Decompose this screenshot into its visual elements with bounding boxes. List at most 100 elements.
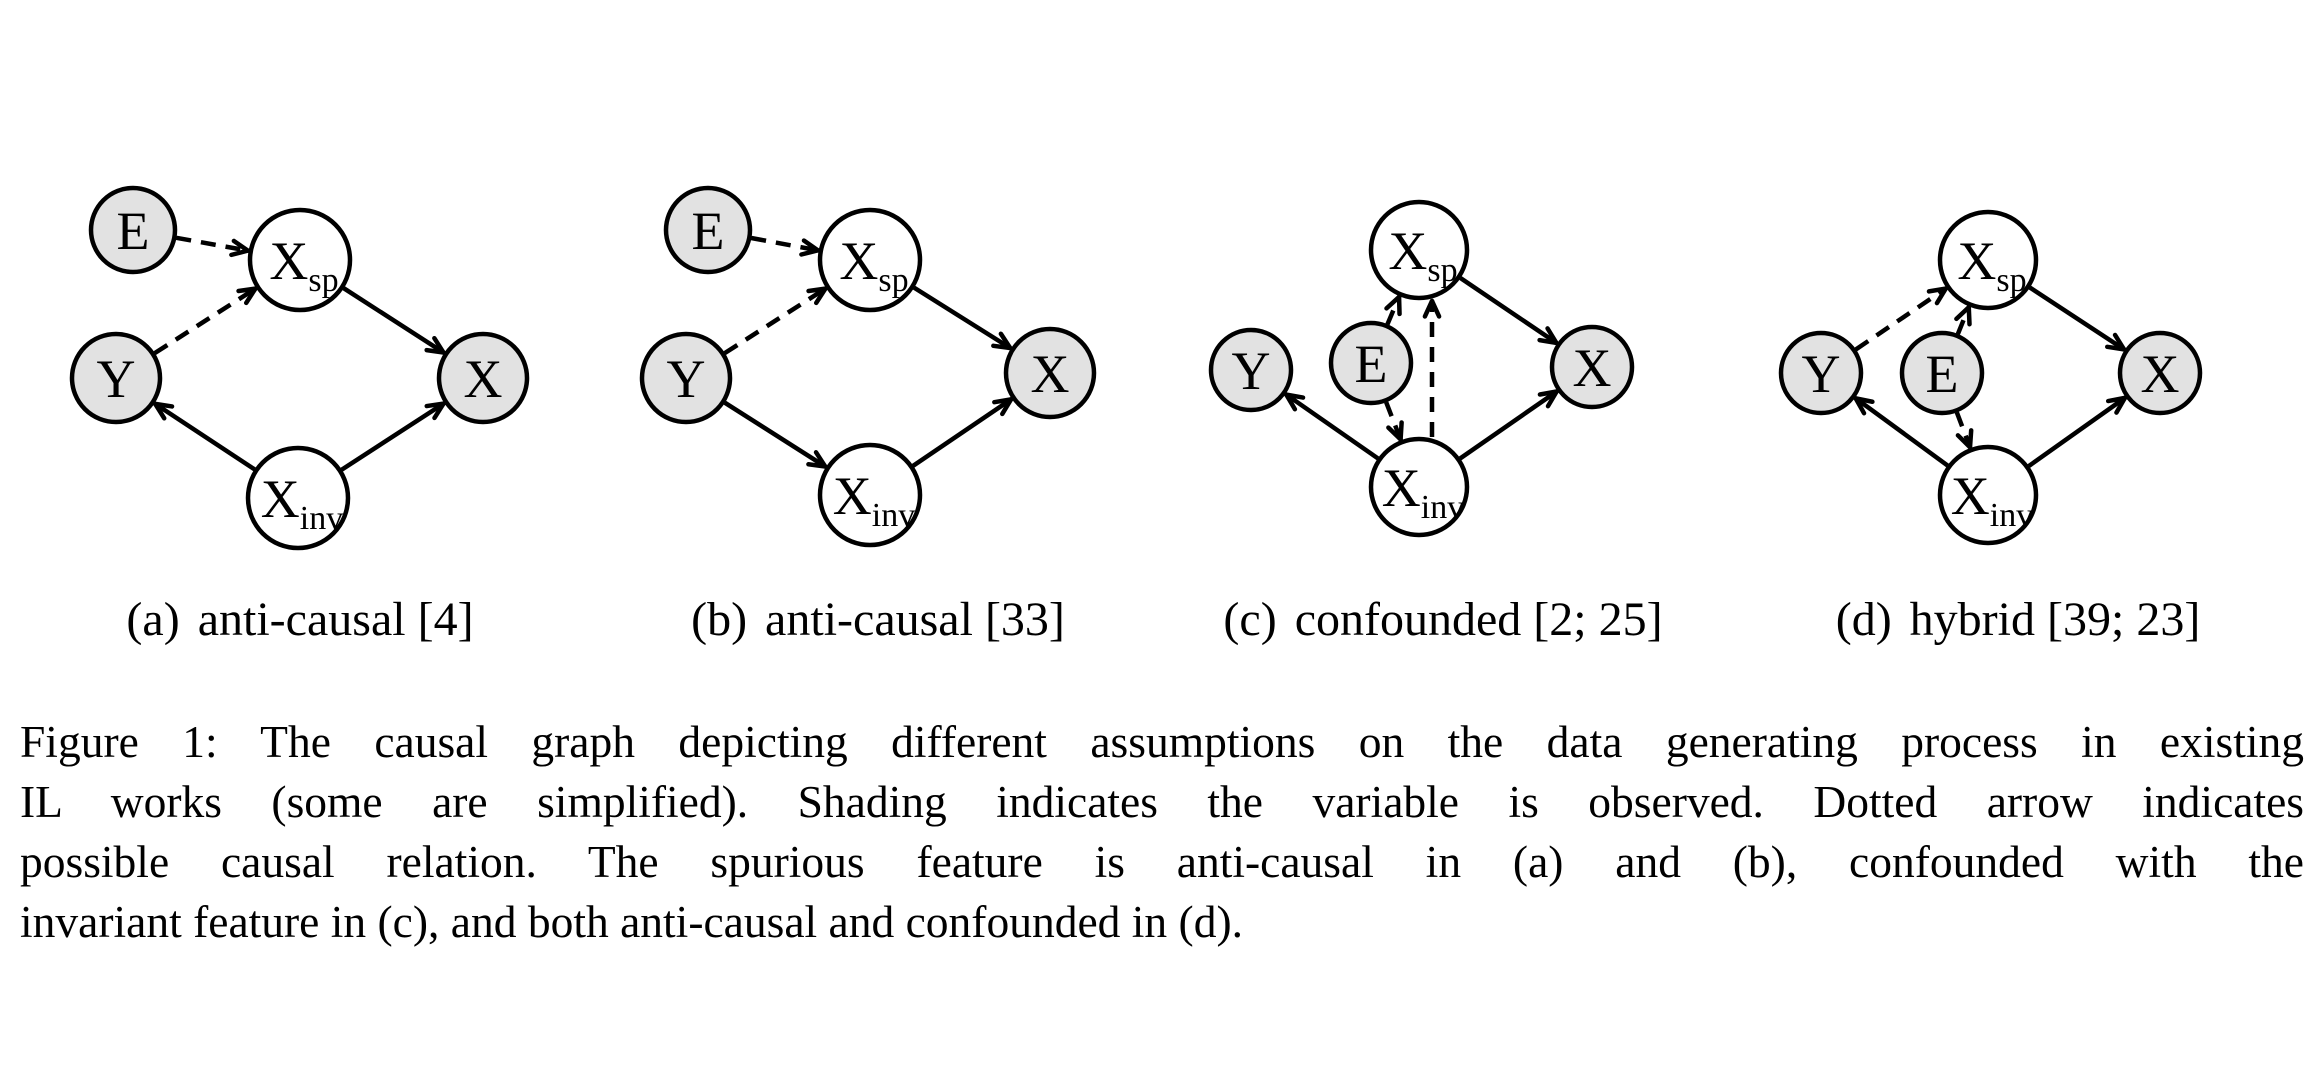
node-Xinv: Xinv bbox=[245, 445, 351, 551]
edge-Xsp-to-X-solid-arrow bbox=[342, 286, 446, 355]
node-Y-shaded: Y bbox=[69, 331, 163, 425]
node-Y-circle bbox=[69, 331, 163, 425]
node-X-label: X bbox=[1573, 338, 1612, 398]
node-Xinv-label: Xinv bbox=[1382, 458, 1464, 526]
node-Xsp: Xsp bbox=[247, 207, 353, 313]
node-Xinv: Xinv bbox=[817, 442, 923, 548]
node-E-label: E bbox=[692, 201, 725, 261]
edge-Xinv-to-X-solid-arrow bbox=[911, 397, 1014, 468]
node-Xsp: Xsp bbox=[1368, 199, 1470, 301]
node-Y-circle bbox=[1208, 327, 1294, 413]
node-Xsp-label: Xsp bbox=[839, 231, 908, 299]
node-E-circle bbox=[663, 185, 753, 275]
subcaption-c-text: confounded [2; 25] bbox=[1294, 593, 1663, 646]
node-X-circle bbox=[436, 331, 530, 425]
node-E-circle bbox=[1899, 330, 1985, 416]
node-Y-shaded: Y bbox=[639, 331, 733, 425]
node-X-circle bbox=[2117, 330, 2203, 416]
node-E-circle bbox=[88, 185, 178, 275]
subcaption-a-tag: (a) bbox=[126, 593, 180, 646]
node-X-shaded: X bbox=[436, 331, 530, 425]
subcaption-a: (a) anti-causal [4] bbox=[0, 592, 600, 647]
caption-line-3: possible causal relation. The spurious f… bbox=[20, 836, 2304, 887]
node-Xsp: Xsp bbox=[1937, 209, 2039, 311]
subcaption-d-tag: (d) bbox=[1835, 593, 1892, 646]
node-Y-circle bbox=[1778, 330, 1864, 416]
edge-E-to-Xsp-dashed-arrow bbox=[1384, 294, 1402, 326]
node-Xsp: Xsp bbox=[817, 207, 923, 313]
edge-E-to-Xsp-dashed-arrow bbox=[175, 235, 251, 258]
node-Y-shaded: Y bbox=[1778, 330, 1864, 416]
edge-Y-to-Xsp-dashed-arrow bbox=[723, 286, 828, 356]
node-Xinv: Xinv bbox=[1368, 436, 1470, 538]
edge-E-to-Xsp-dashed-arrow bbox=[1954, 304, 1972, 335]
node-E-shaded: E bbox=[1899, 330, 1985, 416]
node-Xinv-label: Xinv bbox=[1951, 466, 2033, 534]
caption-line-4: invariant feature in (c), and both anti-… bbox=[20, 896, 1243, 947]
node-Y-label: Y bbox=[1802, 344, 1841, 404]
edge-E-to-Xsp-dashed-arrow bbox=[750, 235, 821, 257]
subcaption-c: (c) confounded [2; 25] bbox=[1143, 592, 1743, 647]
edge-Xinv-to-Y-solid-arrow bbox=[152, 401, 256, 472]
node-Xinv-circle bbox=[1937, 444, 2039, 546]
node-E-label: E bbox=[117, 201, 150, 261]
edge-Xsp-to-X-solid-arrow bbox=[1459, 276, 1559, 346]
caption-line-2: IL works (some are simplified). Shading … bbox=[20, 776, 2304, 827]
node-Y-circle bbox=[639, 331, 733, 425]
edge-Xsp-to-X-solid-arrow bbox=[912, 285, 1013, 351]
subcaption-a-text: anti-causal [4] bbox=[197, 593, 474, 646]
subcaption-b: (b)anti-causal [33] bbox=[578, 592, 1178, 647]
node-E-shaded: E bbox=[88, 185, 178, 275]
node-Xsp-label: Xsp bbox=[269, 231, 338, 299]
node-Y-label: Y bbox=[667, 349, 706, 409]
node-Xsp-label: Xsp bbox=[1388, 221, 1457, 289]
edge-Xinv-to-X-solid-arrow bbox=[1458, 389, 1559, 461]
node-Xsp-circle bbox=[1937, 209, 2039, 311]
node-E-shaded: E bbox=[1328, 320, 1414, 406]
edge-Xinv-to-Xsp-dashed-arrow bbox=[1422, 298, 1442, 437]
subcaption-d: (d)hybrid [39; 23] bbox=[1718, 592, 2318, 647]
node-X-label: X bbox=[1031, 344, 1070, 404]
edge-Xinv-to-Y-solid-arrow bbox=[1284, 392, 1380, 461]
node-Y-shaded: Y bbox=[1208, 327, 1294, 413]
node-Xsp-label: Xsp bbox=[1957, 231, 2026, 299]
node-Y-label: Y bbox=[97, 349, 136, 409]
node-E-shaded: E bbox=[663, 185, 753, 275]
node-X-circle bbox=[1003, 326, 1097, 420]
node-E-circle bbox=[1328, 320, 1414, 406]
node-X-shaded: X bbox=[2117, 330, 2203, 416]
edge-Xsp-to-X-solid-arrow bbox=[2028, 285, 2127, 352]
edge-Y-to-Xsp-dashed-arrow bbox=[1854, 286, 1949, 352]
subcaption-b-tag: (b) bbox=[691, 593, 748, 646]
node-X-label: X bbox=[464, 349, 503, 409]
edge-Xinv-to-Y-solid-arrow bbox=[1853, 396, 1949, 468]
edge-Xinv-to-X-solid-arrow bbox=[340, 401, 446, 472]
node-Xinv-label: Xinv bbox=[261, 469, 343, 537]
node-Xinv-circle bbox=[1368, 436, 1470, 538]
node-X-shaded: X bbox=[1003, 326, 1097, 420]
node-X-circle bbox=[1549, 324, 1635, 410]
node-X-label: X bbox=[2141, 344, 2180, 404]
node-X-shaded: X bbox=[1549, 324, 1635, 410]
subcaption-c-tag: (c) bbox=[1223, 593, 1277, 646]
edge-Xinv-to-X-solid-arrow bbox=[2027, 395, 2128, 468]
node-Xinv: Xinv bbox=[1937, 444, 2039, 546]
edge-Y-to-Xinv-solid-arrow bbox=[723, 400, 828, 469]
figure-caption: Figure 1: The causal graph depicting dif… bbox=[20, 712, 2304, 952]
node-Xsp-circle bbox=[1368, 199, 1470, 301]
edge-E-to-Xinv-dashed-arrow bbox=[1384, 401, 1404, 442]
node-Xsp-circle bbox=[817, 207, 923, 313]
node-Xinv-circle bbox=[245, 445, 351, 551]
node-Xsp-circle bbox=[247, 207, 353, 313]
node-Xinv-circle bbox=[817, 442, 923, 548]
node-Xinv-label: Xinv bbox=[833, 466, 915, 534]
